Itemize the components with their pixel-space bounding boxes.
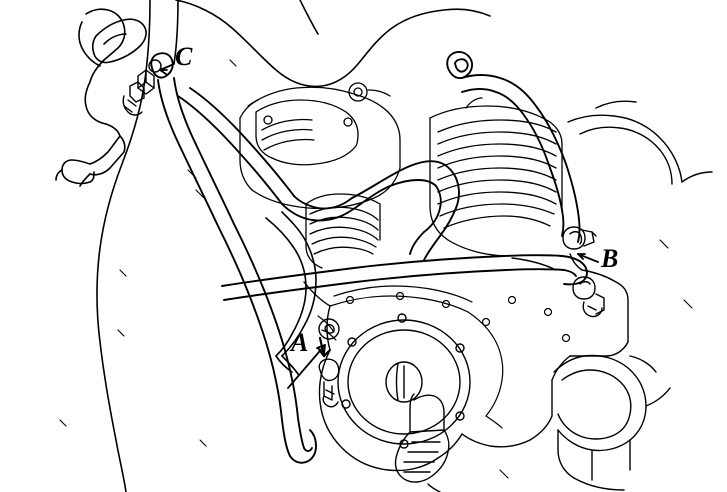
callout-label-a: A [291, 328, 309, 357]
crash-bar-tube [150, 50, 588, 464]
mounting-bolt-c [122, 59, 162, 116]
mounting-bolt-b [562, 226, 605, 318]
mounting-bolt-a [318, 318, 340, 408]
callout-arrow-c [159, 63, 175, 75]
callout-arrow-a [287, 336, 332, 389]
rear-frame-outline [567, 100, 713, 185]
shading-details [59, 59, 693, 479]
callout-label-b: B [601, 244, 619, 273]
engine-crankcase [303, 253, 629, 472]
fuel-tank-underside [175, 0, 491, 88]
gear-shift-lever [394, 393, 450, 492]
front-fork-leg [55, 8, 126, 187]
frame-side-panel [553, 354, 671, 491]
engine-cylinder-fins [429, 97, 563, 257]
front-fender [96, 0, 179, 492]
engine-left-cylinder-fins [305, 193, 381, 269]
callout-arrow-b [577, 253, 599, 263]
upper-left-bracket [91, 18, 147, 64]
callout-label-c: C [175, 42, 193, 71]
clutch-cover [337, 313, 471, 449]
exhaust-header-pipe [265, 211, 317, 375]
crankcase-details [317, 285, 571, 429]
engine-cylinder-head [239, 82, 401, 210]
